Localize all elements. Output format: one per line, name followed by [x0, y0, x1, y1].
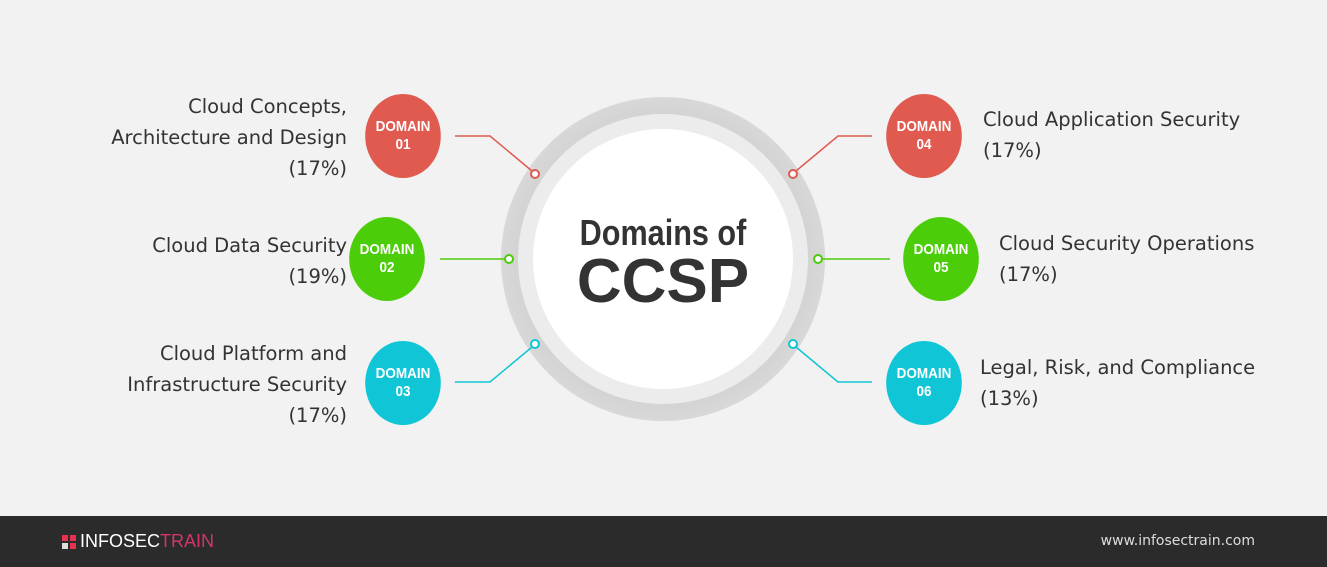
- connector-01: [455, 135, 533, 172]
- connector-dot-01: [530, 169, 540, 179]
- label-percent: (17%): [288, 404, 347, 427]
- domain-label-03: Cloud Platform and Infrastructure Securi…: [127, 338, 347, 431]
- connector-04: [795, 135, 872, 172]
- connector-dot-06: [788, 339, 798, 349]
- diagram-graphics: [440, 97, 890, 421]
- connector-06: [795, 346, 872, 383]
- domain-label-02: Cloud Data Security (19%): [152, 230, 347, 292]
- label-percent: (13%): [980, 387, 1039, 410]
- logo-text-train: TRAIN: [160, 531, 215, 551]
- badge-number: 01: [395, 136, 411, 153]
- label-line: Architecture and Design: [111, 126, 347, 149]
- badge-number: 05: [933, 259, 949, 276]
- connector-dot-02: [504, 254, 514, 264]
- label-percent: (17%): [288, 157, 347, 180]
- badge-label: DOMAIN: [896, 365, 952, 382]
- badge-label: DOMAIN: [375, 365, 431, 382]
- label-line: Cloud Application Security: [983, 108, 1241, 131]
- badge-label: DOMAIN: [375, 118, 431, 135]
- connector-dot-05: [813, 254, 823, 264]
- label-line: Legal, Risk, and Compliance: [980, 356, 1256, 379]
- connector-dot-04: [788, 169, 798, 179]
- connector-03: [455, 346, 533, 383]
- domain-label-06: Legal, Risk, and Compliance (13%): [980, 352, 1255, 414]
- label-line: Cloud Concepts,: [188, 95, 347, 118]
- domain-label-04: Cloud Application Security (17%): [983, 104, 1240, 166]
- label-line: Cloud Security Operations: [999, 232, 1255, 255]
- label-percent: (19%): [288, 265, 347, 288]
- website-url: www.infosectrain.com: [1100, 533, 1255, 549]
- infosectrain-logo: INFOSECTRAIN: [62, 531, 214, 552]
- logo-text-infosec: INFOSEC: [80, 531, 161, 551]
- badge-number: 06: [916, 383, 932, 400]
- label-line: Cloud Platform and: [159, 342, 347, 365]
- label-percent: (17%): [983, 139, 1042, 162]
- badge-label: DOMAIN: [896, 118, 952, 135]
- badge-number: 04: [916, 136, 932, 153]
- domain-label-05: Cloud Security Operations (17%): [999, 228, 1254, 290]
- label-line: Infrastructure Security: [127, 373, 347, 396]
- footer-bar: INFOSECTRAIN www.infosectrain.com: [0, 516, 1327, 567]
- center-white-disc: [533, 129, 793, 389]
- badge-label: DOMAIN: [359, 241, 415, 258]
- logo-squares-icon: [62, 534, 76, 549]
- center-title-line1: Domains of: [579, 212, 747, 253]
- badge-number: 03: [395, 383, 411, 400]
- domain-label-01: Cloud Concepts, Architecture and Design …: [111, 91, 347, 184]
- label-line: Cloud Data Security: [152, 234, 347, 257]
- center-title-line2: CCSP: [576, 247, 750, 316]
- badge-label: DOMAIN: [913, 241, 969, 258]
- label-percent: (17%): [999, 263, 1058, 286]
- connector-dot-03: [530, 339, 540, 349]
- badge-number: 02: [379, 259, 395, 276]
